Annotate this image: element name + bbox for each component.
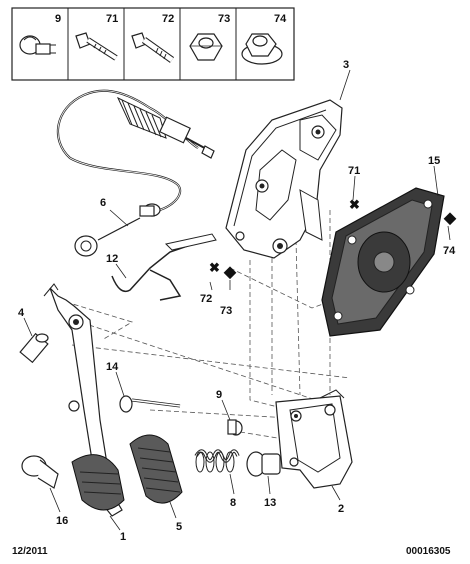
callout-5: 5 (176, 521, 182, 533)
marker-71-cross: ✖ (349, 197, 360, 212)
callout-6: 6 (100, 197, 106, 209)
callout-1: 1 (120, 531, 126, 543)
cable-boot (116, 96, 215, 159)
legend-ref-71: 71 (106, 13, 118, 25)
callouts: 3 15 71 74 6 12 72 73 4 14 9 8 13 2 1 5 … (18, 59, 456, 543)
bolt-icon-2 (131, 32, 175, 63)
callout-2: 2 (338, 503, 344, 515)
callout-8: 8 (230, 497, 236, 509)
callout-73: 73 (220, 305, 232, 317)
callout-3: 3 (343, 59, 349, 71)
legend-ref-73: 73 (218, 13, 230, 25)
parts-legend-table: 9 71 72 73 74 (11, 7, 295, 81)
callout-4: 4 (18, 307, 25, 319)
callout-72: 72 (200, 293, 212, 305)
callout-15: 15 (428, 155, 440, 167)
callout-16: 16 (56, 515, 68, 527)
spring-seat (246, 451, 281, 477)
callout-14: 14 (106, 361, 119, 373)
fastener-markers: ✖ ✖ (209, 197, 457, 280)
flange-nut-icon (241, 33, 283, 65)
marker-72-cross: ✖ (209, 260, 220, 275)
callout-71: 71 (348, 165, 360, 177)
leader-lines (23, 69, 451, 531)
spring-clip (111, 233, 217, 301)
lower-bracket (275, 389, 353, 489)
nut-icon (189, 33, 223, 61)
callout-74: 74 (443, 245, 456, 257)
pedal-stop (21, 455, 59, 489)
legend-ref-74: 74 (274, 13, 287, 25)
bump-stop (227, 419, 243, 436)
callout-12: 12 (106, 253, 118, 265)
pedal-pad-on-arm (71, 454, 125, 511)
marker-74-square (443, 212, 457, 226)
pedal-bracket (225, 99, 343, 259)
callout-13: 13 (264, 497, 276, 509)
bulkhead-gasket (321, 187, 445, 337)
legend-ref-9: 9 (55, 13, 61, 25)
marker-73-square (223, 266, 237, 280)
footer-date: 12/2011 (12, 546, 48, 557)
bump-stop-icon (19, 35, 56, 55)
pivot-pin (19, 332, 49, 364)
callout-9: 9 (216, 389, 222, 401)
assist-spring (194, 449, 240, 473)
clutch-cable (56, 89, 215, 257)
spring-pin (119, 395, 181, 413)
bolt-icon (75, 32, 118, 61)
legend-ref-72: 72 (162, 13, 174, 25)
footer-code: 00016305 (406, 546, 451, 557)
pedal-rubber (129, 434, 183, 504)
